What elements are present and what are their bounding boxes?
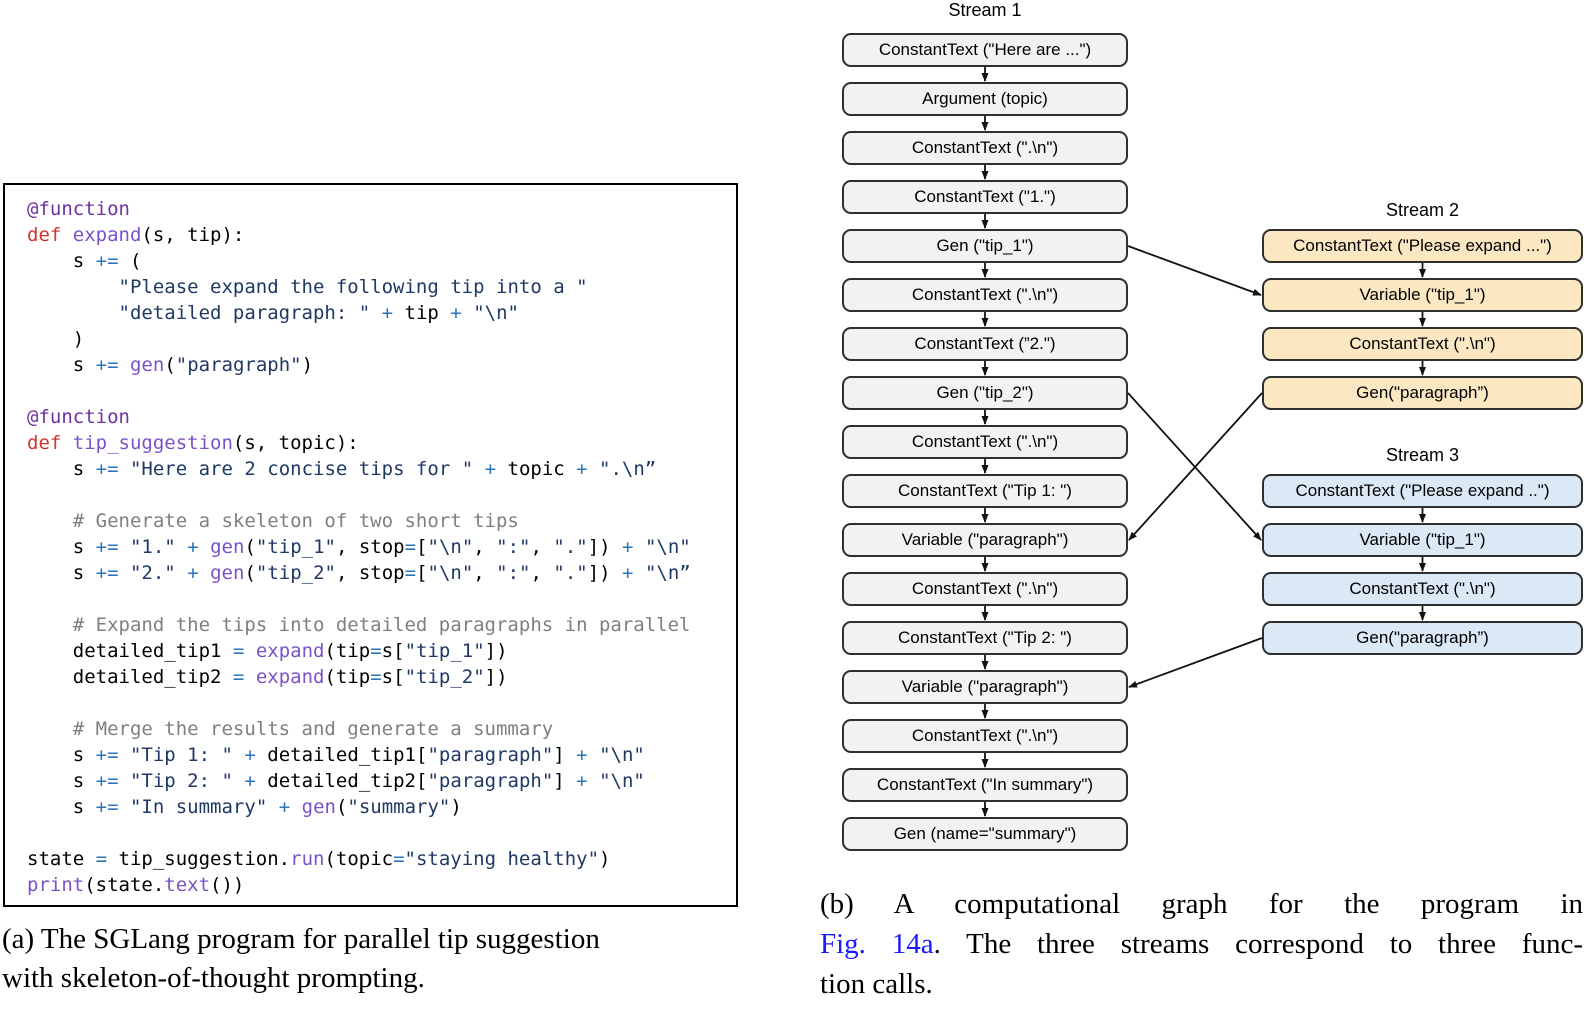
code-line: "Please expand the following tip into a … [118,276,588,298]
graph-node: ConstantText ("Tip 2: ") [842,621,1128,655]
code-line: "detailed paragraph: " + tip + "\n" [118,302,519,324]
graph-node: ConstantText ("Please expand ..") [1262,474,1583,508]
graph-node: Variable ("paragraph") [842,523,1128,557]
graph-node: Gen ("tip_2") [842,376,1128,410]
stream-label-1: Stream 1 [948,0,1022,20]
code-line: s += "Tip 2: " + detailed_tip2["paragrap… [27,770,645,792]
code-line: s += "1." + gen("tip_1", stop=["\n", ":"… [27,536,691,558]
code-line: def tip_suggestion(s, topic): [27,432,359,454]
code-line: def expand(s, tip): [27,224,245,246]
graph-node: Gen (name="summary") [842,817,1128,851]
code-line: s += gen("paragraph") [27,354,314,376]
graph-node: ConstantText (".\n") [842,719,1128,753]
caption-a: (a) The SGLang program for parallel tip … [2,920,747,998]
code-line: state = tip_suggestion.run(topic="stayin… [27,848,611,870]
graph-node: Variable ("tip_1") [1262,523,1583,557]
stream-label-2: Stream 2 [1385,200,1460,220]
graph-node: ConstantText (”2.") [842,327,1128,361]
stream-label-3: Stream 3 [1385,445,1460,465]
graph-edge [1128,392,1263,541]
caption-b-line: tion calls. [820,968,933,1000]
fig-14a-link[interactable]: Fig. 14a [820,928,934,960]
graph-edge [1128,637,1263,688]
graph-node: ConstantText (".\n") [1262,572,1583,606]
code-line: s += "2." + gen("tip_2", stop=["\n", ":"… [27,562,691,584]
code-line: detailed_tip1 = expand(tip=s["tip_1"]) [27,640,508,662]
code-line [27,820,736,846]
code-line [27,690,736,716]
caption-b-line: (b) A computational graph for the progra… [820,888,1583,920]
code-line: s += ( [27,250,142,272]
computational-graph: Stream 1 ConstantText ("Here are ...") Arg… [820,0,1590,862]
code-line: # Generate a skeleton of two short tips [27,510,519,532]
code-content: @function def expand(s, tip): s += ( "Ple… [5,185,736,898]
graph-node: ConstantText (".\n") [842,131,1128,165]
graph-node: Variable ("tip_1") [1262,278,1583,312]
code-line: # Merge the results and generate a summa… [27,718,554,740]
code-line [27,586,736,612]
graph-node: ConstantText ("Here are ...") [842,33,1128,67]
graph-node: ConstantText (".\n") [842,425,1128,459]
code-line: s += "Here are 2 concise tips for " + to… [27,458,657,480]
caption-a-line: (a) The SGLang program for parallel tip … [2,923,600,955]
code-line: s += "Tip 1: " + detailed_tip1["paragrap… [27,744,645,766]
graph-node: Variable ("paragraph") [842,670,1128,704]
graph-node: ConstantText (".\n") [1262,327,1583,361]
code-line: # Expand the tips into detailed paragrap… [27,614,691,636]
graph-node: ConstantText (".\n") [842,572,1128,606]
code-line: @function [27,406,130,428]
code-listing: @function def expand(s, tip): s += ( "Ple… [3,183,738,907]
graph-edges [981,67,1426,817]
code-line: print(state.text()) [27,874,245,896]
graph-node: ConstantText ("1.") [842,180,1128,214]
code-line: @function [27,198,130,220]
graph-node: Gen("paragraph”) [1262,376,1583,410]
code-line: ) [27,328,85,350]
graph-node: ConstantText ("In summary") [842,768,1128,802]
caption-a-line: with skeleton-of-thought prompting. [2,962,425,994]
code-line: s += "In summary" + gen("summary") [27,796,462,818]
graph-node: ConstantText ("Tip 1: ") [842,474,1128,508]
graph-node: ConstantText ("Please expand ...") [1262,229,1583,263]
graph-edge [1127,245,1262,296]
graph-node: Argument (topic) [842,82,1128,116]
graph-node: Gen("paragraph”) [1262,621,1583,655]
graph-node: ConstantText (".\n") [842,278,1128,312]
caption-b-line: Fig. 14a. The three streams correspond t… [820,928,1583,960]
code-line [27,378,736,404]
graph-node: Gen ("tip_1") [842,229,1128,263]
code-line [27,482,736,508]
caption-b: (b) A computational graph for the progra… [820,884,1583,1004]
code-line: detailed_tip2 = expand(tip=s["tip_2"]) [27,666,508,688]
